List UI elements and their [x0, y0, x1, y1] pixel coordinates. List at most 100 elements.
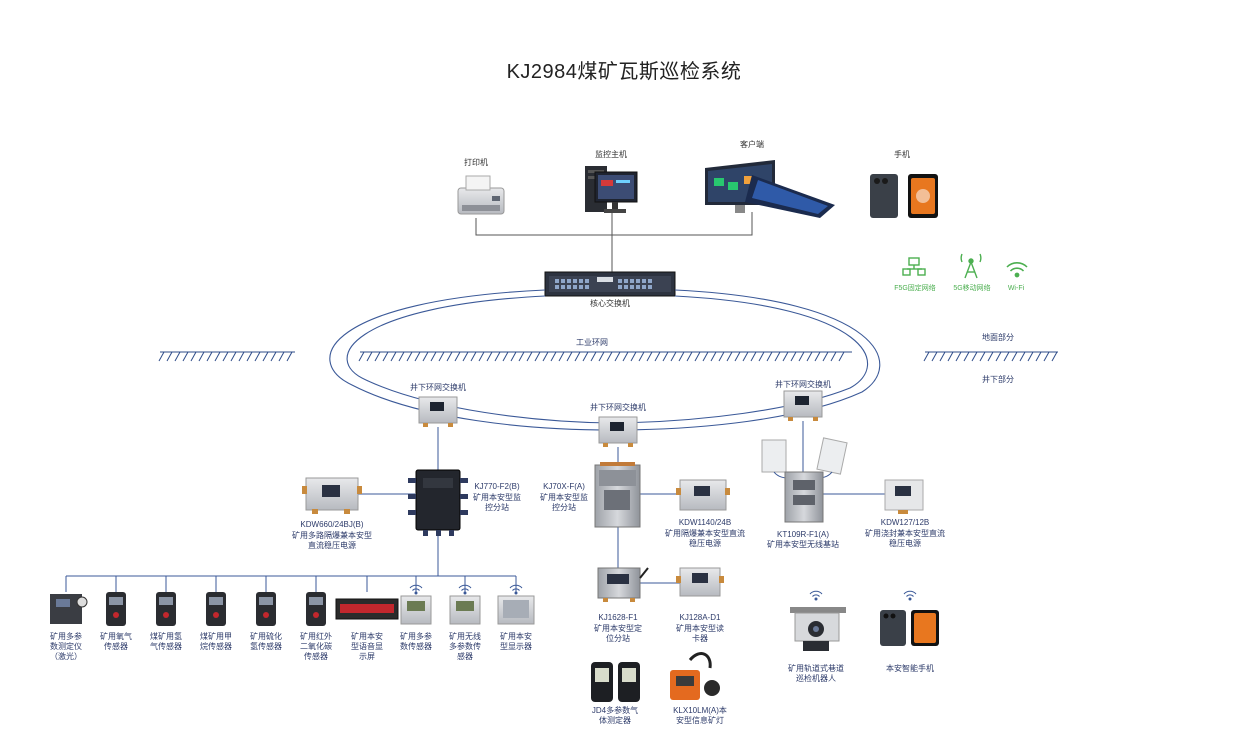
hatch-mark	[830, 351, 837, 362]
robot-label: 矿用轨道式巷道 巡检机器人	[788, 664, 844, 683]
hatch-mark	[782, 351, 789, 362]
sensor-device	[256, 592, 276, 626]
wifi-icon	[1006, 262, 1028, 278]
hatch-mark	[486, 351, 493, 362]
sensor-label: 矿用氧气 传感器	[100, 632, 132, 651]
wifi-icon	[903, 590, 917, 601]
wifi-icon	[509, 584, 523, 595]
hatch-mark	[182, 351, 189, 362]
jd4-device	[591, 662, 640, 702]
hatch-mark	[462, 351, 469, 362]
hatch-mark	[670, 351, 677, 362]
hatch-mark	[622, 351, 629, 362]
hatch-mark	[630, 351, 637, 362]
hatch-mark	[1003, 351, 1010, 362]
hatch-mark	[971, 351, 978, 362]
hatch-mark	[414, 351, 421, 362]
ring-switch-mid	[598, 416, 638, 447]
kdw1140-model: KDW1140/24B	[678, 518, 732, 527]
kj70x-desc: 矿用本安型监 控分站	[540, 493, 588, 512]
sensor-label: 煤矿用氢 气传感器	[150, 632, 182, 651]
sensor-device	[306, 592, 326, 626]
client-label: 客户端	[740, 140, 764, 149]
f5g-label: F5G固定网络	[894, 285, 936, 292]
monitor-host-icon	[585, 166, 638, 213]
hatch-mark	[1035, 351, 1042, 362]
hatch-mark	[558, 351, 565, 362]
hatch-mark	[822, 351, 829, 362]
top-links	[475, 212, 753, 272]
hatch-mark	[678, 351, 685, 362]
hatch-mark	[939, 351, 946, 362]
ring-switch-left-label: 井下环网交换机	[410, 383, 466, 392]
sensor-device	[50, 594, 88, 624]
wifi-icon	[809, 590, 823, 601]
hatch-mark	[502, 351, 509, 362]
ring-switch-left	[418, 396, 458, 427]
hatch-mark	[366, 351, 373, 362]
hatch-mark	[374, 351, 381, 362]
hatch-mark	[166, 351, 173, 362]
hatch-mark	[710, 351, 717, 362]
robot-device	[790, 607, 846, 651]
hatch-mark	[254, 351, 261, 362]
kdw127-device	[884, 479, 924, 514]
hatch-mark	[590, 351, 597, 362]
5g-label: 5G移动网络	[953, 285, 991, 292]
ring-switch-mid-label: 井下环网交换机	[590, 403, 646, 412]
hatch-mark	[238, 351, 245, 362]
wifi-markers	[409, 584, 917, 601]
wifi-icon	[409, 584, 423, 595]
kt109-device	[761, 437, 848, 523]
monitor-host-label: 监控主机	[595, 150, 627, 159]
hatch-mark	[598, 351, 605, 362]
kj770-device	[408, 469, 468, 536]
sensor-label: 矿用本安 型显示器	[500, 632, 532, 651]
phone-label: 手机	[894, 150, 910, 159]
hatch-mark	[742, 351, 749, 362]
hatch-mark	[390, 351, 397, 362]
hatch-mark	[406, 351, 413, 362]
hatch-mark	[923, 351, 930, 362]
hatch-mark	[726, 351, 733, 362]
sensor-label: 矿用本安 型语音显 示屏	[351, 632, 383, 661]
hatch-mark	[158, 351, 165, 362]
sensor-device	[335, 598, 399, 620]
kj1628-device	[597, 567, 649, 602]
hatch-mark	[734, 351, 741, 362]
station-links	[66, 421, 885, 584]
kdw1140-desc: 矿用隔爆兼本安型直流 稳压电源	[665, 529, 745, 548]
hatch-mark	[382, 351, 389, 362]
hatch-mark	[614, 351, 621, 362]
kj1628-desc: 矿用本安型定 位分站	[594, 624, 642, 643]
hatch-mark	[430, 351, 437, 362]
hatch-mark	[987, 351, 994, 362]
hatch-mark	[198, 351, 205, 362]
sensor-label: 矿用无线 多参数传 感器	[449, 632, 481, 661]
hatch-mark	[774, 351, 781, 362]
hatch-mark	[246, 351, 253, 362]
hatch-mark	[662, 351, 669, 362]
hatch-mark	[230, 351, 237, 362]
sensor-label: 矿用硫化 氢传感器	[250, 632, 282, 651]
kj128-desc: 矿用本安型读 卡器	[676, 624, 724, 643]
sensor-device	[449, 595, 481, 625]
kt109-desc: 矿用本安型无线基站	[767, 540, 839, 549]
hatch-mark	[190, 351, 197, 362]
klx-label: KLX10LM(A)本 安型信息矿灯	[673, 706, 727, 725]
kdw660-device	[302, 477, 362, 514]
sensor-device	[497, 595, 535, 625]
hatch-mark	[270, 351, 277, 362]
hatch-mark	[790, 351, 797, 362]
hatch-mark	[606, 351, 613, 362]
hatch-mark	[262, 351, 269, 362]
hatch-mark	[806, 351, 813, 362]
smartphone-label: 本安智能手机	[886, 664, 934, 673]
hatch-mark	[758, 351, 765, 362]
hatch-mark	[214, 351, 221, 362]
kj770-desc: 矿用本安型监 控分站	[473, 493, 521, 512]
hatch-mark	[955, 351, 962, 362]
ground-hatches	[158, 351, 1058, 362]
wifi-label: Wi-Fi	[1007, 285, 1025, 292]
page-title: KJ2984煤矿瓦斯巡检系统	[506, 61, 742, 83]
